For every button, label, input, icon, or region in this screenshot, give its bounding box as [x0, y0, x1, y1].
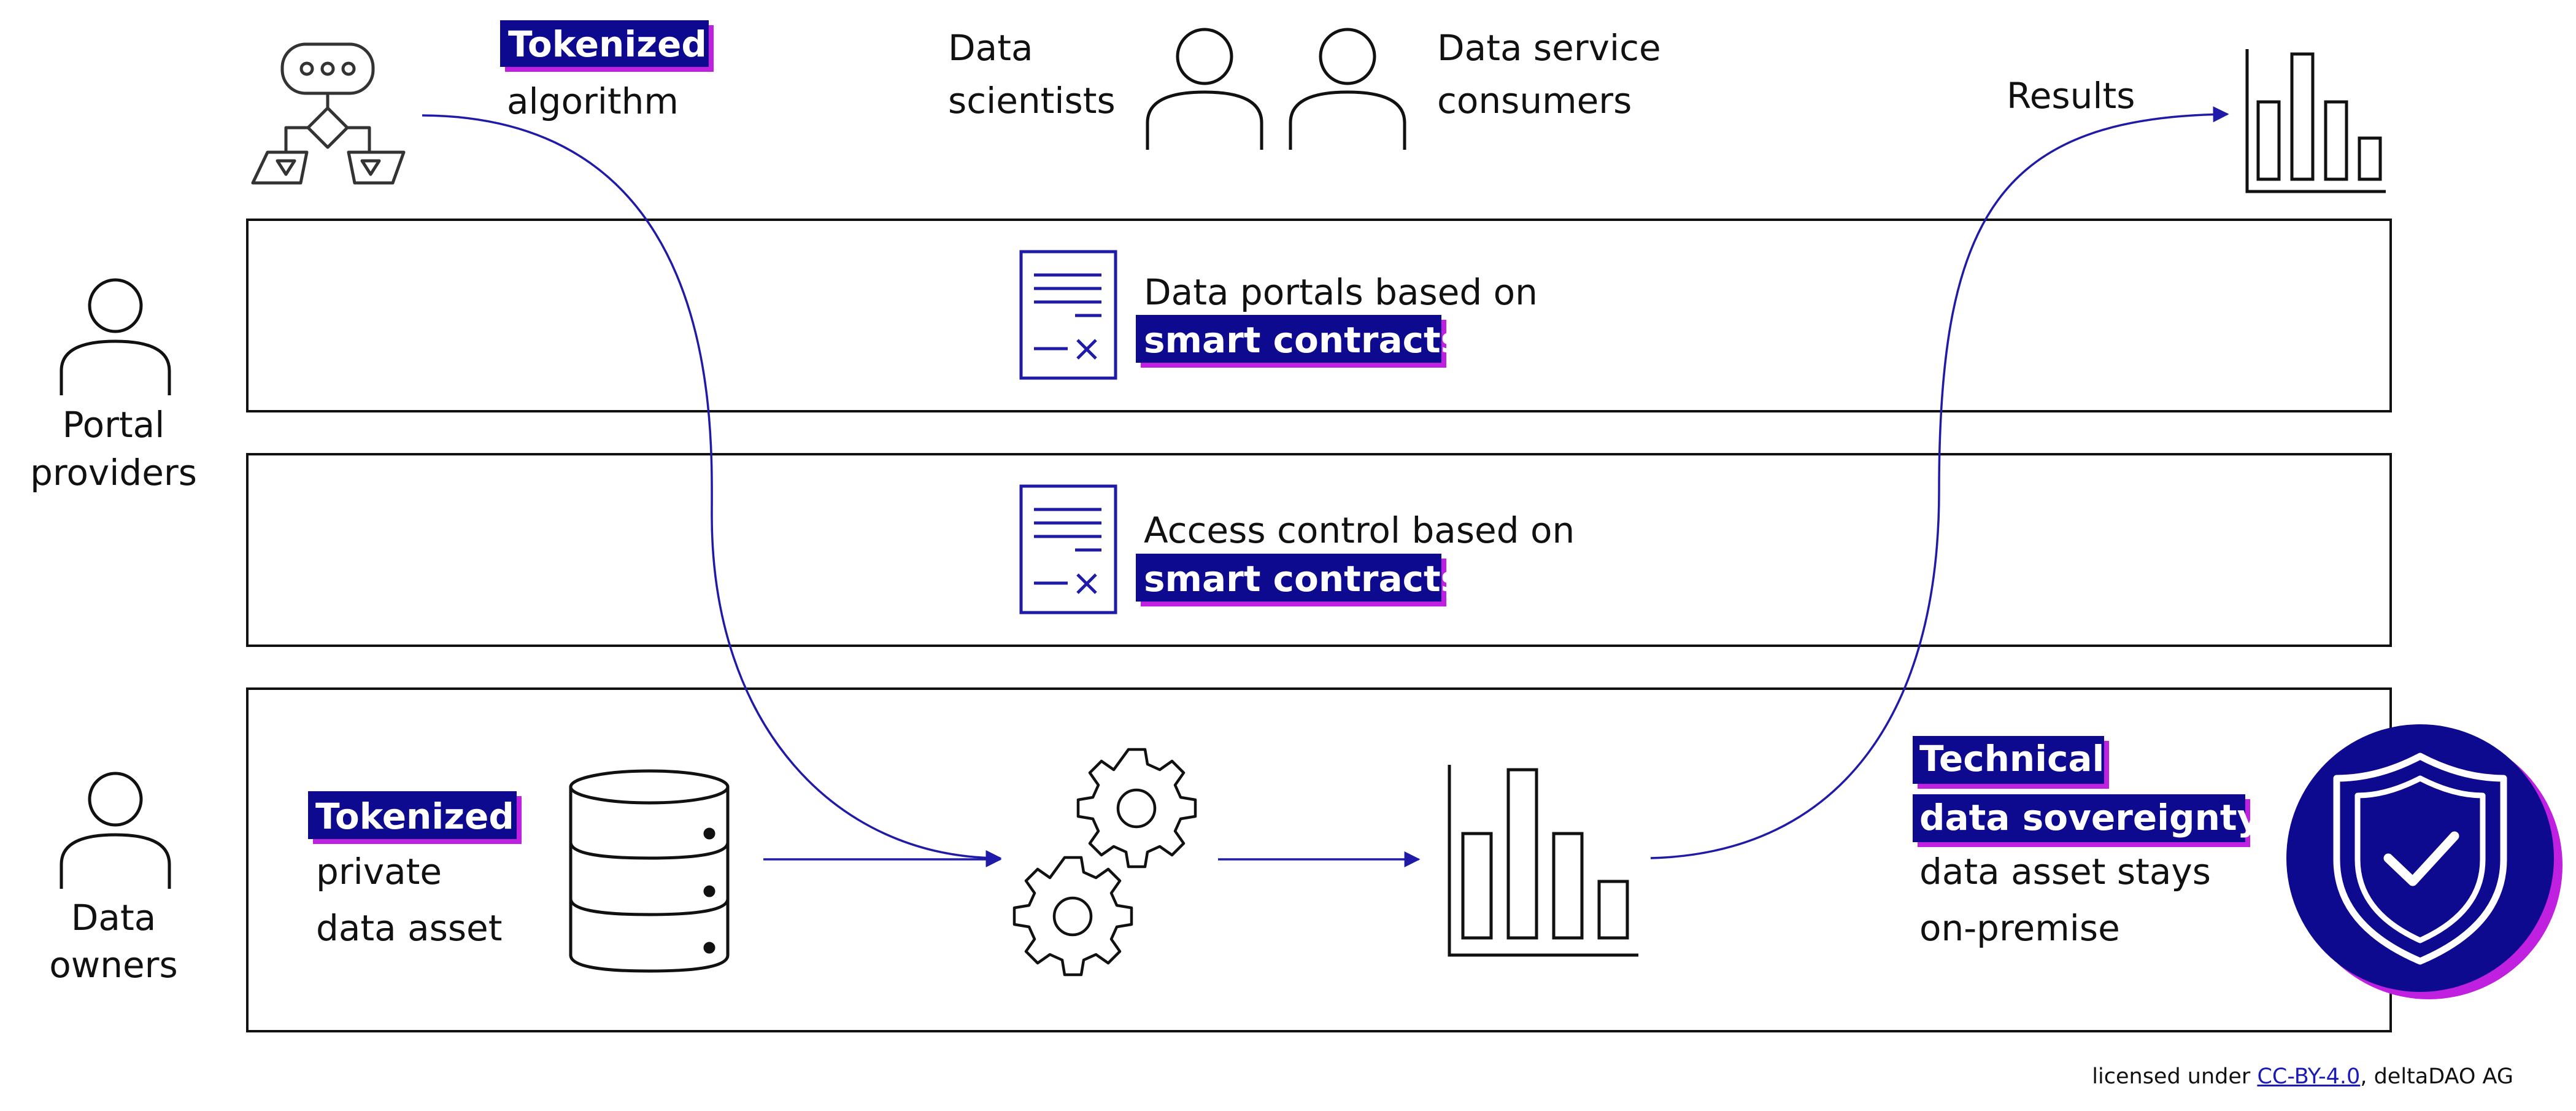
- computation-bar-chart-icon: [1448, 765, 1638, 957]
- data-asset-tokenized-text: Tokenized: [315, 796, 514, 837]
- data-portals-contract-icon: [1019, 250, 1117, 380]
- algorithm-tokenized-badge: Tokenized: [500, 20, 714, 72]
- data-consumers-label-line2: consumers: [1437, 80, 1632, 122]
- sovereignty-label-line1: data asset stays: [1919, 851, 2211, 892]
- results-flow-curve: [1650, 106, 2229, 859]
- sovereignty-data-badge: data sovereignty: [1913, 794, 2260, 847]
- license-suffix: , deltaDAO AG: [2360, 1064, 2513, 1089]
- portal-providers-label-line2: providers: [30, 452, 197, 494]
- data-portals-smart-contracts-badge: smart contracts: [1136, 315, 1462, 368]
- algorithm-flow-curve: [422, 114, 1002, 866]
- gears-icon: [1012, 748, 1197, 977]
- sovereignty-data-text: data sovereignty: [1919, 797, 2260, 838]
- data-consumer-person-icon: [1289, 28, 1406, 150]
- data-consumers-label-line1: Data service: [1437, 27, 1661, 69]
- access-control-contract-icon: [1019, 484, 1117, 614]
- results-label: Results: [2007, 75, 2135, 117]
- data-scientists-label-line2: scientists: [948, 80, 1116, 122]
- sovereignty-label-line2: on-premise: [1919, 907, 2120, 949]
- algorithm-label: algorithm: [507, 80, 679, 122]
- data-portals-layer: [246, 219, 2392, 412]
- results-bar-chart-icon: [2245, 49, 2386, 193]
- access-control-layer: [246, 453, 2392, 647]
- license-footer: licensed under CC-BY-4.0, deltaDAO AG: [2092, 1064, 2513, 1089]
- sovereignty-technical-text: Technical: [1919, 738, 2104, 780]
- portal-providers-label-line1: Portal: [63, 404, 165, 446]
- shield-check-icon: [2286, 724, 2563, 999]
- data-portals-label: Data portals based on: [1144, 271, 1538, 313]
- data-asset-label-line2: data asset: [316, 907, 502, 949]
- access-control-smart-contracts-text: smart contracts: [1144, 558, 1462, 600]
- sovereignty-technical-badge: Technical: [1913, 736, 2109, 789]
- data-scientist-person-icon: [1146, 28, 1263, 150]
- database-icon: [569, 769, 730, 973]
- license-link[interactable]: CC-BY-4.0: [2257, 1064, 2361, 1089]
- access-control-smart-contracts-badge: smart contracts: [1136, 554, 1462, 606]
- data-asset-label-line1: private: [316, 851, 442, 892]
- portal-provider-person-icon: [60, 278, 171, 395]
- data-scientists-label-line1: Data: [948, 27, 1033, 69]
- data-owner-person-icon: [60, 772, 171, 889]
- access-control-label: Access control based on: [1144, 509, 1575, 551]
- data-portals-smart-contracts-text: smart contracts: [1144, 319, 1462, 361]
- algorithm-tokenized-text: Tokenized: [508, 23, 707, 65]
- algorithm-flowchart-icon: [251, 42, 406, 185]
- data-owners-label-line1: Data: [71, 897, 156, 939]
- license-prefix: licensed under: [2092, 1064, 2258, 1089]
- data-asset-tokenized-badge: Tokenized: [308, 791, 522, 844]
- data-owners-label-line2: owners: [49, 944, 177, 986]
